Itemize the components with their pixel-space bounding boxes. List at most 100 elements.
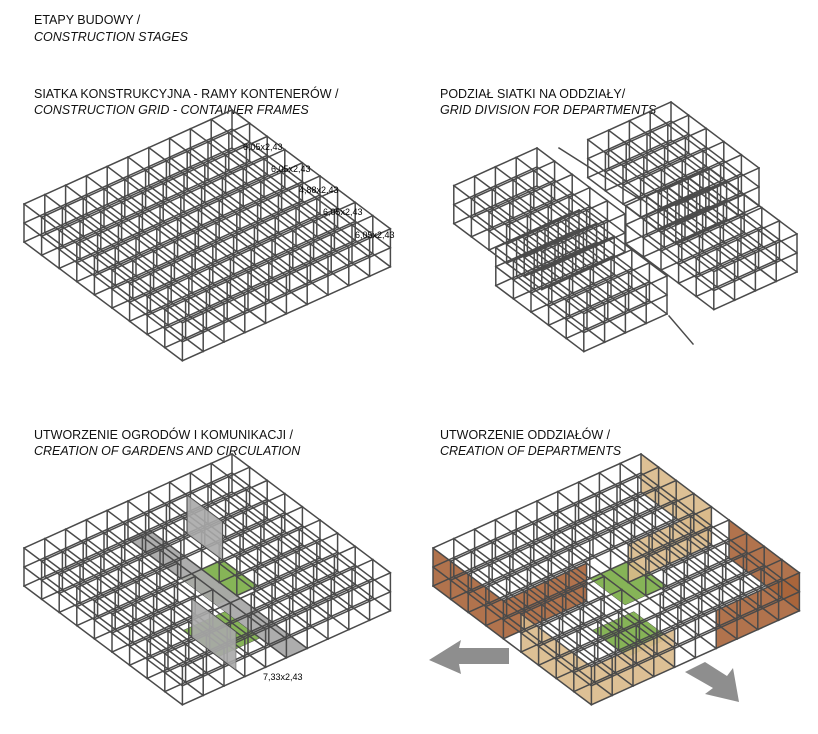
dept-c-beam [550,282,571,298]
frames-beam [147,490,168,506]
frames-beam [662,579,686,591]
grid-beam [223,312,246,324]
grid-beam [250,267,270,283]
frames-beam [556,490,577,506]
grid-beam [259,190,283,202]
grid-beam [163,327,184,343]
dept-c-beam [603,312,627,325]
frames-beam [724,560,745,576]
frames-beam [715,638,738,650]
frames-beam [248,485,269,501]
dept-c-beam [571,263,595,276]
frames-beam [152,603,176,616]
grid-beam [146,314,166,330]
grid-beam [120,220,141,236]
grid-beam [40,254,61,270]
frames-beam [40,598,61,614]
frames-beam [173,603,194,620]
frames-beam [159,558,182,570]
frames-beam [520,622,543,634]
frames-beam [168,471,192,484]
frames-beam [336,532,357,548]
frames-beam [271,592,294,604]
dept-a-beam [452,194,476,206]
frames-beam [611,685,634,697]
frames-beam [555,649,578,661]
frames-beam [676,624,697,640]
frames-beam [505,596,526,612]
dept-d-beam [760,206,781,222]
frames-beam [627,581,647,597]
frames-beam [202,666,225,678]
frames-beam [371,558,392,574]
dept-c-beam [512,278,533,295]
grid-beam [114,265,134,281]
dept-b-beam [687,133,708,149]
grid-beam [123,197,144,213]
frames-beam [777,590,801,603]
grid-beam [263,167,286,179]
frames-beam [596,630,620,642]
frames-beam [724,551,748,563]
frames-beam [309,596,333,608]
frames-beam [529,554,553,567]
grid-beam [336,207,357,223]
frames-beam [540,613,564,625]
dept-c-beam [515,237,536,253]
frames-beam [759,586,780,603]
frames-beam [519,650,540,667]
frames-beam [218,553,241,565]
grid-beam [166,304,187,321]
grid-beam [40,235,61,251]
frames-beam [280,534,301,550]
grid-beam [371,214,392,230]
frames-beam [659,602,682,614]
dept-c-beam [512,297,533,314]
dept-d-beam [722,221,743,238]
frames-beam [22,584,43,601]
frames-beam [274,579,294,595]
dept-d-beam [778,257,799,274]
dept-d-beam [666,185,687,202]
dept-d-beam [666,176,690,188]
grid-beam [298,194,321,206]
dept-c-beam [609,276,630,293]
dept-c-beam [557,218,577,234]
frames-beam [123,541,144,557]
dept-a-beam [550,201,571,218]
frames-beam [676,615,700,627]
frames-beam [745,532,766,548]
frames-beam [609,539,633,552]
dept-a-beam [553,179,574,195]
frames-beam [165,513,189,525]
grid-beam [93,293,114,310]
grid-beam [208,286,229,302]
grid-beam [256,222,277,238]
dept-a-beam [515,156,535,172]
frames-beam [134,599,155,616]
frames-beam [351,577,374,589]
dept-a-beam [515,175,535,191]
grid-beam [131,278,152,294]
grid-beam [235,231,256,247]
frames-beam [295,560,318,572]
frames-beam [692,511,713,527]
dept-c-beam [529,291,550,308]
frames-beam [111,622,134,634]
frames-beam [571,536,594,548]
frames-beam [635,662,655,678]
grid-beam [226,290,249,302]
frames-beam [138,568,161,580]
dept-b-beam [645,151,666,168]
grid-beam [78,238,99,255]
connector [557,146,643,202]
grid-beam [211,263,232,279]
frames-beam [230,471,251,488]
frames-beam [452,528,476,540]
grid-beam [267,271,291,283]
frames-beam [659,611,679,627]
dept-d-beam [624,204,645,220]
grid-beam [85,165,109,177]
frames-beam [274,570,297,582]
grid-beam [207,150,230,162]
